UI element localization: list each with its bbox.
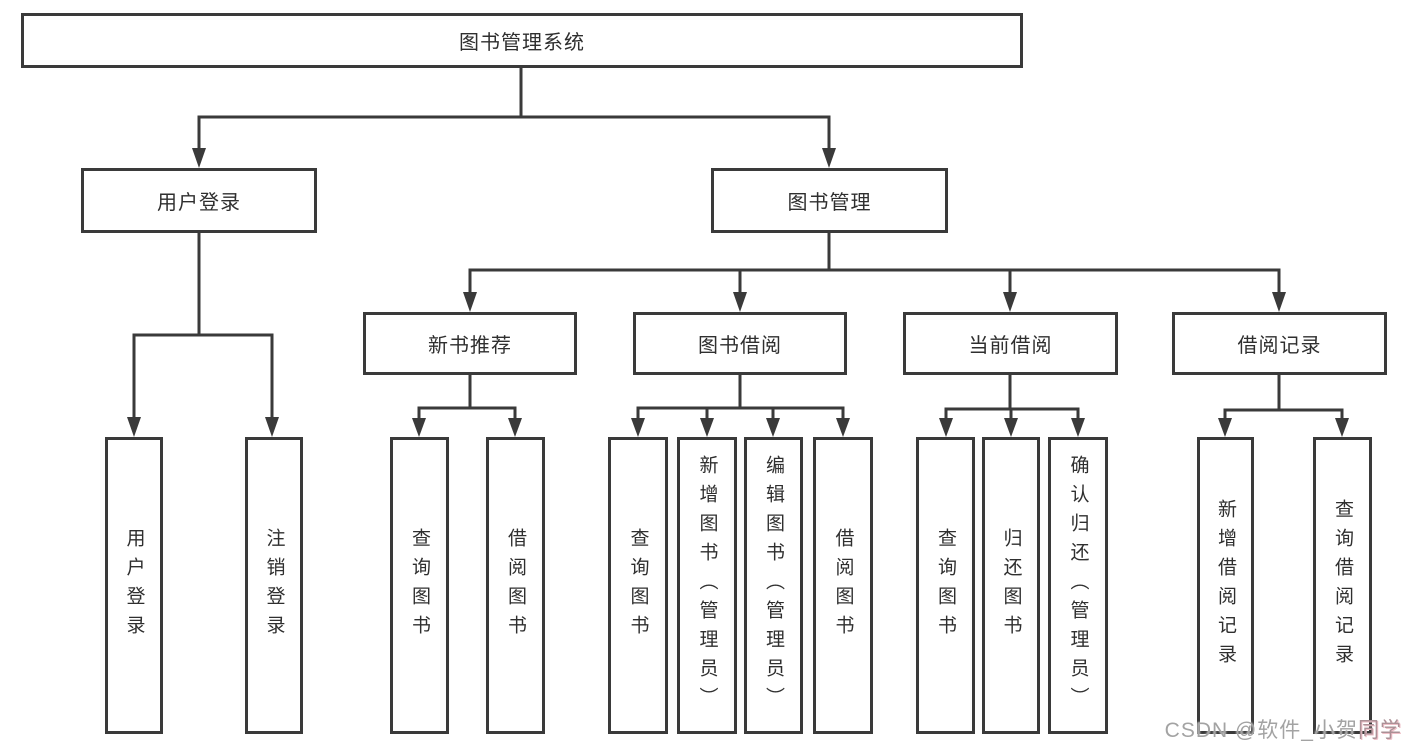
node-current-borrow: 当前借阅	[903, 312, 1118, 375]
leaf-confirm-return-admin: 确认归还（管理员）	[1048, 437, 1108, 734]
leaf-query-books-current: 查询图书	[916, 437, 975, 734]
leaf-query-books-recommend: 查询图书	[390, 437, 449, 734]
leaf-return-books: 归还图书	[982, 437, 1040, 734]
connector-recommend-to-children	[417, 375, 517, 420]
node-book-management: 图书管理	[711, 168, 948, 233]
leaf-user-login: 用户登录	[105, 437, 163, 734]
leaf-label: 新增借阅记录	[1215, 498, 1236, 673]
leaf-borrow-books: 借阅图书	[813, 437, 873, 734]
connector-records-to-children	[1223, 375, 1344, 420]
leaf-label: 确认归还（管理员）	[1067, 455, 1089, 716]
leaf-query-books-borrow: 查询图书	[608, 437, 668, 734]
leaf-logout: 注销登录	[245, 437, 303, 734]
leaf-query-borrow-record: 查询借阅记录	[1313, 437, 1372, 734]
leaf-label: 归还图书	[1000, 527, 1022, 644]
leaf-label: 查询借阅记录	[1332, 498, 1353, 673]
node-new-book-recommend: 新书推荐	[363, 312, 577, 375]
connector-borrow-to-children	[636, 375, 845, 420]
leaf-label: 注销登录	[263, 527, 285, 644]
connector-root-to-level2	[197, 68, 831, 150]
connector-current-to-children	[944, 375, 1080, 420]
leaf-label: 查询图书	[627, 527, 649, 644]
leaf-label: 借阅图书	[505, 527, 526, 644]
leaf-label: 编辑图书（管理员）	[763, 455, 784, 716]
leaf-label: 借阅图书	[832, 527, 854, 644]
leaf-add-books-admin: 新增图书（管理员）	[677, 437, 737, 734]
leaf-add-borrow-record: 新增借阅记录	[1197, 437, 1254, 734]
leaf-label: 查询图书	[935, 527, 956, 644]
connector-bookmgmt-to-level3	[468, 233, 1281, 294]
csdn-watermark: CSDN @软件_小贺同学	[1165, 714, 1402, 744]
leaf-edit-books-admin: 编辑图书（管理员）	[744, 437, 803, 734]
node-root-library-management-system: 图书管理系统	[21, 13, 1023, 68]
node-borrow-records: 借阅记录	[1172, 312, 1387, 375]
leaf-label: 查询图书	[409, 527, 430, 644]
leaf-borrow-books-recommend: 借阅图书	[486, 437, 545, 734]
node-book-borrow: 图书借阅	[633, 312, 847, 375]
csdn-watermark-text: CSDN @软件_小贺	[1164, 719, 1358, 742]
node-user-login: 用户登录	[81, 168, 317, 233]
arrowheads	[127, 148, 1349, 437]
csdn-watermark-text-suffix: 同学	[1358, 719, 1402, 742]
leaf-label: 用户登录	[123, 527, 145, 644]
leaf-label: 新增图书（管理员）	[696, 455, 718, 716]
connector-login-to-children	[132, 232, 274, 419]
